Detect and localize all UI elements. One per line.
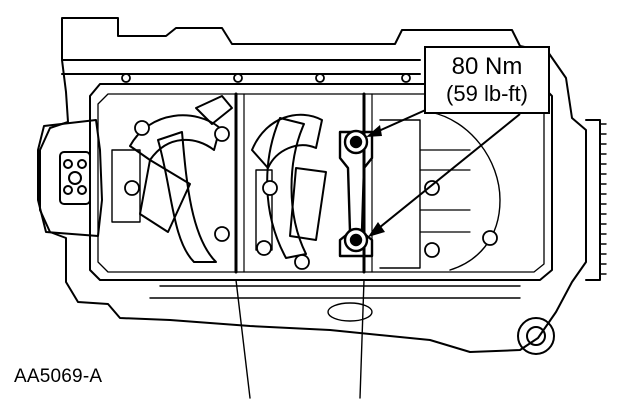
left-plate (59, 151, 91, 205)
bolt-head (424, 180, 440, 196)
left-cover (37, 119, 103, 237)
bolt-head (214, 126, 230, 142)
bolt-head (401, 73, 411, 83)
bolt-head (134, 120, 150, 136)
arrowhead-upper (366, 125, 382, 137)
leader-upper (371, 107, 431, 135)
timing-gear (585, 119, 601, 281)
bolt-head (233, 73, 243, 83)
bolt-head (482, 230, 498, 246)
lower-rail (149, 285, 521, 299)
figure-id: AA5069-A (14, 366, 103, 387)
counterweight-1 (157, 131, 217, 263)
arrowhead-lower (368, 222, 385, 237)
crank-throw-2 (251, 113, 323, 169)
bolt-head (315, 73, 325, 83)
bolt-head (424, 242, 440, 258)
bolt-head (256, 240, 272, 256)
bolt-head (121, 73, 131, 83)
bolt-head (214, 226, 230, 242)
leader-lower (373, 113, 521, 233)
bolt-head (294, 254, 310, 270)
torque-lbft: (59 lb-ft) (446, 81, 528, 106)
leader-arrows (366, 107, 521, 237)
top-flange (61, 59, 421, 75)
bolt-heads (121, 73, 498, 270)
torque-callout: 80 Nm (59 lb-ft) (424, 46, 550, 114)
connecting-rod (338, 130, 374, 258)
counterweight-2 (266, 117, 307, 259)
torque-nm: 80 Nm (451, 53, 523, 80)
highlighted-bolts (343, 129, 369, 253)
oil-pump-housing (517, 317, 555, 355)
bolt-head (262, 180, 278, 196)
bolt-head (124, 180, 140, 196)
